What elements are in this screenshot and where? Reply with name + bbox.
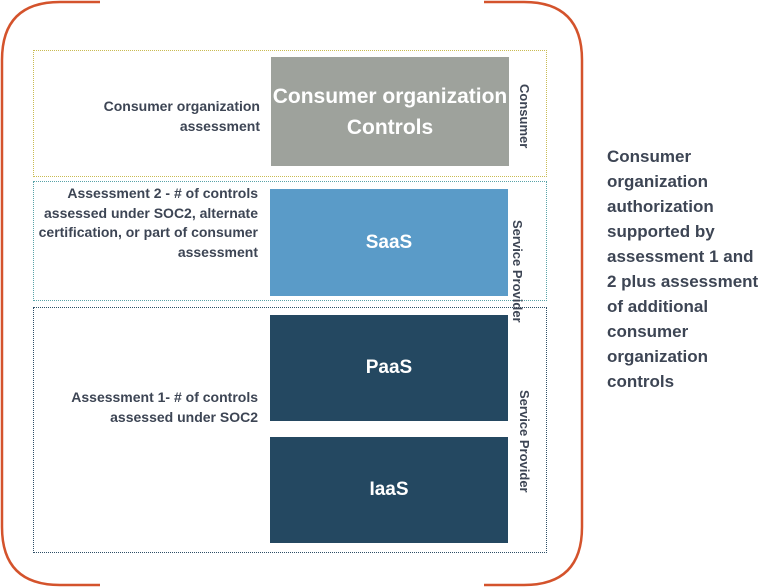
paas-text: PaaS (365, 357, 413, 378)
saas-service-provider-vertical-label: Service Provider (509, 220, 525, 323)
consumer-zone (33, 50, 547, 177)
iaas-paas-zone (33, 307, 547, 553)
frame-right-bracket (484, 0, 584, 587)
iaas-text: IaaS (369, 479, 409, 500)
assessment-1-label: Assessment 1- # of controls assessed und… (71, 389, 258, 425)
saas-text: SaaS (365, 231, 413, 253)
saas-block: SaaS (270, 189, 508, 296)
assessment-2-label: Assessment 2 - # of controls assessed un… (38, 185, 258, 260)
iaas-service-provider-vertical-label: Service Provider (517, 390, 532, 493)
consumer-controls-block: Consumer organization Controls (271, 57, 509, 166)
consumer-controls-text: Consumer organization Controls (272, 84, 508, 139)
consumer-authorization-note: Consumer organization authorization supp… (607, 147, 759, 391)
consumer-vertical-label: Consumer (517, 84, 532, 149)
paas-block: PaaS (270, 315, 508, 421)
consumer-assessment-label: Consumer organization assessment (103, 98, 260, 134)
frame-left-bracket (0, 0, 100, 587)
saas-zone (33, 181, 547, 301)
saas-service-provider-text: Service Provider (510, 220, 525, 323)
iaas-block: IaaS (270, 437, 508, 543)
